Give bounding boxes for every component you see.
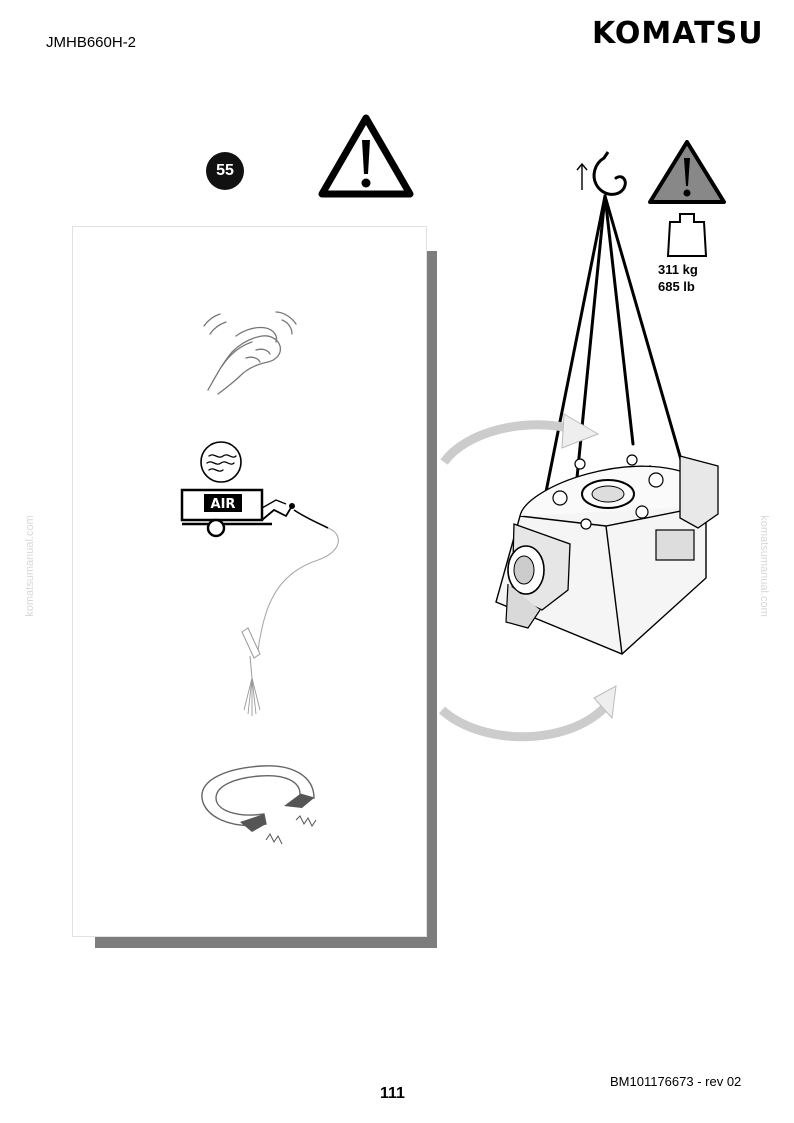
wipe-hands-icon	[203, 311, 297, 395]
weight-warning-icon	[648, 140, 726, 257]
magnet-icon	[201, 765, 317, 845]
lifting-chains	[540, 194, 690, 530]
step-number-badge: 55	[206, 152, 244, 190]
hydraulic-component-drawing	[438, 413, 719, 742]
document-code: JMHB660H-2	[46, 34, 137, 51]
warning-triangle-icon	[318, 114, 414, 198]
weight-lb: 685 lb	[658, 279, 695, 294]
air-compressor-icon: AIR	[180, 441, 339, 716]
watermark-left: komatsumanual.com	[24, 515, 36, 617]
watermark-right: komatsumanual.com	[758, 515, 770, 617]
air-label: AIR	[211, 497, 236, 512]
brand-logo: KOMATSU	[592, 16, 764, 51]
weight-kg: 311 kg	[658, 262, 698, 277]
document-reference: BM101176673 - rev 02	[610, 1074, 742, 1089]
lifting-hook-icon	[576, 151, 627, 196]
page-number: 111	[380, 1085, 405, 1102]
